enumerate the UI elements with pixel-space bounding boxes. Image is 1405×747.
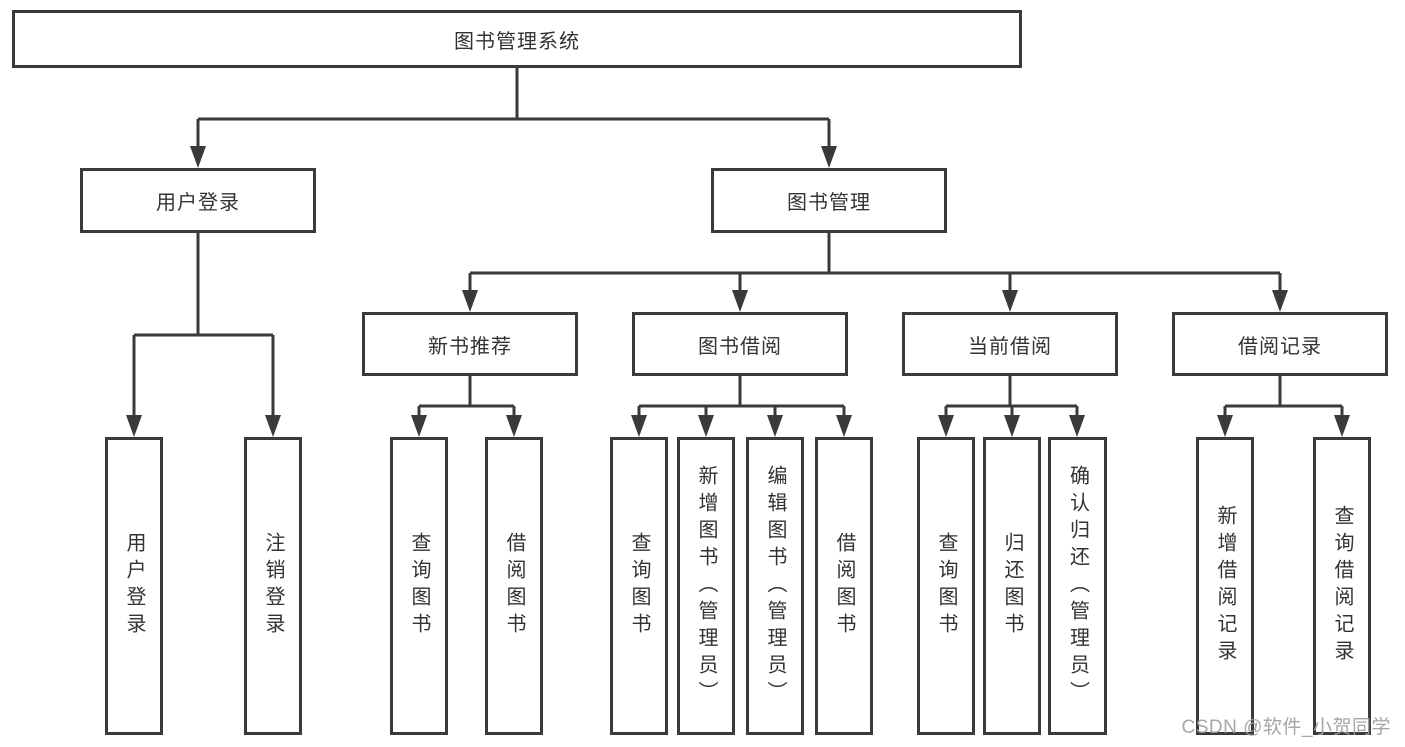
arrowheads-userlogin-group [126,415,281,437]
leaf-confirm-return-admin-label: 确认归还（管理员） [1066,464,1089,708]
node-book-borrowing: 图书借阅 [632,312,848,376]
leaf-user-login: 用户登录 [105,437,163,735]
connector-currentborrow-group [944,376,1079,419]
arrowheads-level2 [190,146,837,168]
leaf-add-borrow-record-label: 新增借阅记录 [1214,505,1236,667]
csdn-watermark: CSDN @软件_小贺同学 [1181,717,1391,738]
connector-root-to-level2 [196,68,831,150]
leaf-add-borrow-record: 新增借阅记录 [1196,437,1254,735]
connector-userlogin-group [132,233,275,419]
arrowheads-bookborrow-group [631,415,852,437]
leaf-query-books-recommend-label: 查询图书 [408,532,430,640]
node-current-borrowing: 当前借阅 [902,312,1118,376]
leaf-add-book-admin: 新增图书（管理员） [677,437,735,735]
leaf-borrow-books-recommend: 借阅图书 [485,437,543,735]
node-book-management: 图书管理 [711,168,947,233]
leaf-query-borrow-record-label: 查询借阅记录 [1331,505,1353,667]
leaf-return-books-label: 归还图书 [1001,532,1023,640]
leaf-query-borrow-record: 查询借阅记录 [1313,437,1371,735]
leaf-logout-label: 注销登录 [262,532,284,640]
connector-bookborrow-group [637,376,846,419]
connector-newbook-group [417,376,516,419]
leaf-edit-book-admin-label: 编辑图书（管理员） [764,464,786,708]
connector-bookmgmt-to-level3 [468,233,1282,294]
leaf-borrow-books: 借阅图书 [815,437,873,735]
leaf-borrow-books-recommend-label: 借阅图书 [503,532,525,640]
leaf-query-books-current: 查询图书 [917,437,975,735]
leaf-query-books-recommend: 查询图书 [390,437,448,735]
arrowheads-newbook-group [411,415,522,437]
leaf-query-books-borrow-label: 查询图书 [628,532,650,640]
leaf-return-books: 归还图书 [983,437,1041,735]
leaf-user-login-label: 用户登录 [123,532,145,640]
leaf-logout: 注销登录 [244,437,302,735]
node-library-management-system: 图书管理系统 [12,10,1022,68]
node-borrowing-records: 借阅记录 [1172,312,1388,376]
leaf-edit-book-admin: 编辑图书（管理员） [746,437,804,735]
connector-records-group [1223,376,1344,419]
leaf-confirm-return-admin: 确认归还（管理员） [1048,437,1107,735]
node-user-login: 用户登录 [80,168,316,233]
leaf-query-books-borrow: 查询图书 [610,437,668,735]
arrowheads-currentborrow-group [938,415,1085,437]
node-new-book-recommendation: 新书推荐 [362,312,578,376]
arrowheads-level3 [462,290,1288,312]
leaf-query-books-current-label: 查询图书 [935,532,957,640]
leaf-borrow-books-label: 借阅图书 [833,532,855,640]
arrowheads-records-group [1217,415,1350,437]
leaf-add-book-admin-label: 新增图书（管理员） [695,464,717,708]
